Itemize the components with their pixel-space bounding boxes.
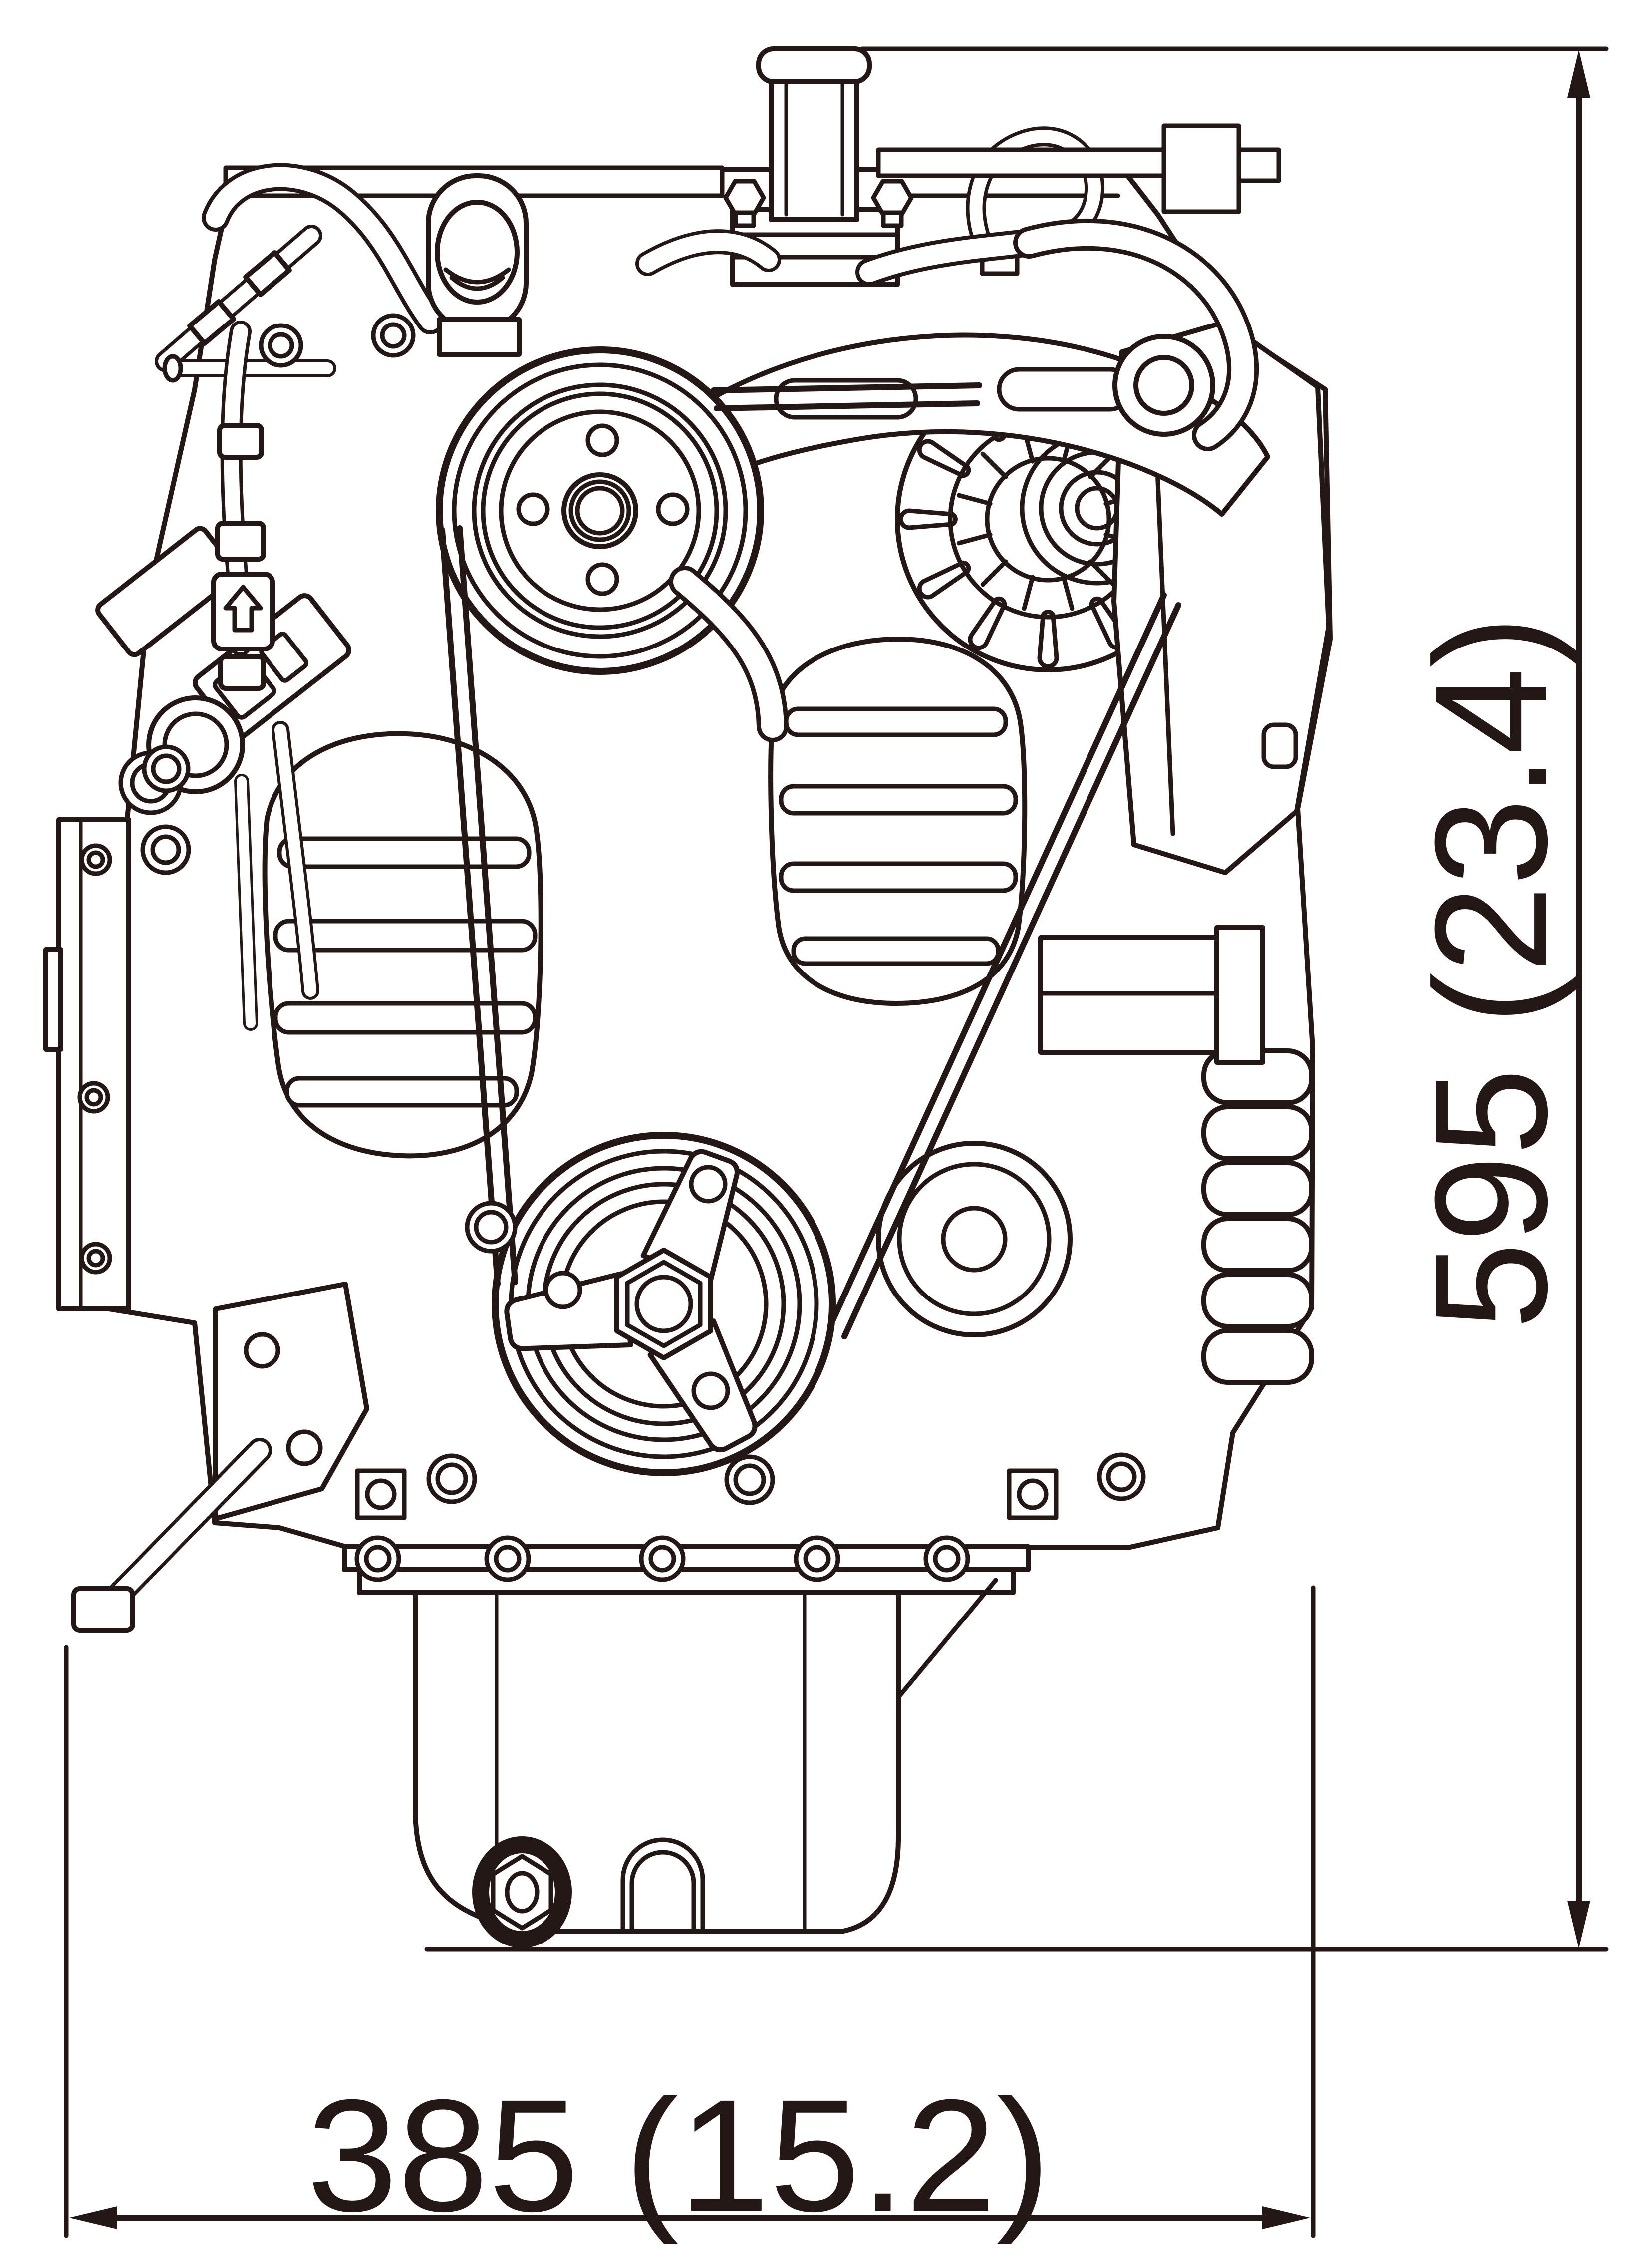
upper-radiator-hose <box>635 123 1281 451</box>
ribbed-cover <box>262 731 543 1159</box>
fuel-filter <box>211 321 275 691</box>
pump-drive-cover <box>876 1141 1073 1337</box>
elbow-duct <box>669 566 789 742</box>
v-belt <box>439 382 1181 1339</box>
drain-plug <box>472 1836 572 1948</box>
mounting-foot <box>355 1468 1059 1520</box>
height-dimension: 595 (23.4) <box>424 46 1609 1952</box>
oil-pan <box>342 1544 1031 1948</box>
width-dimension-label: 385 (15.2) <box>307 2066 1051 2246</box>
bolt-bosses <box>142 313 1146 1505</box>
left-side-plate <box>43 817 131 1311</box>
lifting-eye <box>1112 334 1215 437</box>
alternator-bracket <box>672 332 1270 517</box>
height-dimension-label: 595 (23.4) <box>1401 616 1581 1329</box>
finned-canister <box>1201 1048 1314 1385</box>
flow-direction-arrow <box>223 585 263 633</box>
engine-mount-bracket <box>71 1282 369 1633</box>
lifting-eye-front <box>426 173 529 357</box>
width-dimension: 385 (15.2) <box>64 1585 1316 2246</box>
oil-cooler <box>1038 925 1265 1065</box>
gear-case-cover <box>768 637 1028 1006</box>
crankshaft-pulley <box>492 1132 836 1476</box>
flange-bolts <box>354 1535 970 1582</box>
